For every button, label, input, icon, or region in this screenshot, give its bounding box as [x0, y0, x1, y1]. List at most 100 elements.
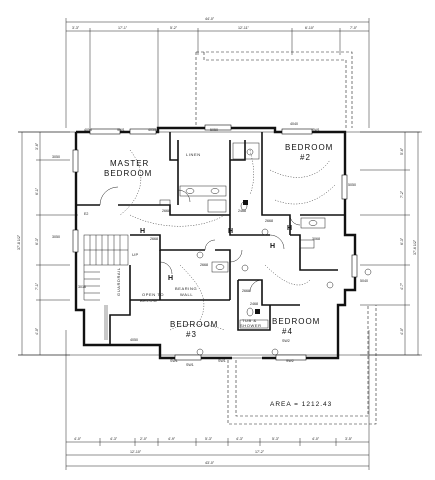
- tag-door-3: 2668: [265, 219, 273, 223]
- dim-right-4: 4'-7": [400, 282, 404, 290]
- tag-door-1: 2668: [162, 209, 170, 213]
- label-bearing-wall-2: WALL: [180, 292, 193, 297]
- tag-door-7: 2668: [242, 289, 250, 293]
- tag-sw-3: SW2: [286, 359, 294, 363]
- tag-window-14: 3016: [78, 285, 86, 289]
- dim-right-3: 6'-3": [400, 237, 404, 245]
- overall-depth-dim-left: 37'-8 1/2": [17, 234, 21, 250]
- door-swings: [99, 186, 301, 293]
- tag-sw-2: SW1: [218, 359, 226, 363]
- room-bedroom-3-line2: #3: [186, 330, 197, 339]
- light-fixture-icon: [326, 281, 334, 289]
- dim-top-4: 12'-11": [238, 26, 250, 30]
- label-guardrail: GUARDRAIL: [116, 267, 121, 296]
- right-dimension-lines: 37'-6 1/2" 5'-6" 7'-2" 6'-3" 4'-7" 4'-0": [360, 131, 422, 356]
- overall-width-dim-top: 44'-0": [205, 17, 215, 21]
- overall-width-dim-bottom: 43'-0": [205, 461, 215, 465]
- tag-window-13: SW2: [282, 339, 290, 343]
- light-fixture-icon: [196, 251, 204, 259]
- tag-window-12: SW1: [186, 363, 194, 367]
- stair: [83, 234, 129, 340]
- left-dimension-lines: 37'-8 1/2" 3'-6" 6'-1" 6'-3" 7'-1" 4'-0": [17, 131, 70, 356]
- dim-top-1: 3'-3": [72, 26, 80, 30]
- dim-right-1: 5'-6": [400, 147, 404, 155]
- exterior-walls: [74, 126, 357, 360]
- interior-walls: [76, 132, 345, 345]
- room-bedroom-3-line1: BEDROOM: [170, 320, 218, 329]
- bottom-dimension-lines: 4'-0" 4'-3" 2'-0" 4'-9" 5'-3" 4'-3" 5'-3…: [65, 330, 370, 470]
- label-bearing-wall-1: BEARING: [175, 286, 197, 291]
- dim-top-3: 5'-2": [170, 26, 178, 30]
- tag-door-4: 3068: [312, 237, 320, 241]
- roof-overhang-outline: [195, 51, 377, 425]
- dim-top-5: 6'-10": [305, 26, 315, 30]
- tag-window-9: 5050: [348, 183, 356, 187]
- light-fixture-icon: [246, 148, 254, 156]
- light-fixture-icon: [261, 228, 269, 236]
- label-linen: LINEN: [186, 152, 201, 157]
- tag-window-5: 4040: [290, 122, 298, 126]
- heater-icon: H: [168, 275, 173, 282]
- tag-door-8: 2468: [250, 302, 258, 306]
- dim-bottom-row2-b: 17'-2": [255, 450, 265, 454]
- floor-area-label: AREA = 1212.43: [270, 401, 332, 408]
- tag-sw-1: SW1: [170, 359, 178, 363]
- heater-markers: H H H H H: [140, 225, 292, 282]
- dim-left-2: 6'-1": [35, 187, 39, 195]
- label-tub-shower-2: SHOWER: [240, 323, 262, 328]
- dim-bottom-9: 3'-5": [345, 437, 353, 441]
- label-tub-shower-1: TUB &: [242, 318, 257, 323]
- light-fixture-icon: [364, 268, 372, 276]
- dim-top-2: 17'-1": [118, 26, 128, 30]
- label-open-to-below-1: OPEN TO: [142, 292, 164, 297]
- tag-door-5: 2668: [200, 263, 208, 267]
- tag-window-1: 4050: [84, 128, 92, 132]
- opening-tags: 4050 SW1 4050 5050 4040 SW1 3050 3050 50…: [52, 122, 368, 367]
- dim-right-5: 4'-0": [400, 327, 404, 335]
- tag-window-4: 5050: [210, 128, 218, 132]
- room-bedroom-4-line1: BEDROOM: [272, 317, 320, 326]
- smoke-detector-icon: [255, 309, 260, 314]
- heater-icon: H: [140, 228, 145, 235]
- label-up: UP: [132, 252, 139, 257]
- light-fixture-icon: [196, 348, 204, 356]
- dim-bottom-4: 4'-9": [168, 437, 176, 441]
- heater-icon: H: [287, 225, 292, 232]
- grid-lines: [18, 131, 420, 356]
- room-master-bedroom-line1: MASTER: [110, 159, 149, 168]
- tag-e2: E2: [84, 212, 88, 216]
- dim-bottom-6: 4'-3": [236, 437, 244, 441]
- fixture-symbols: [196, 148, 372, 356]
- dim-bottom-1: 4'-0": [74, 437, 82, 441]
- tag-window-6: SW1: [312, 128, 320, 132]
- sink-master-left: [185, 188, 195, 194]
- tag-door-6: 2668: [150, 237, 158, 241]
- light-fixture-icon: [241, 264, 249, 272]
- dim-bottom-5: 5'-3": [205, 437, 213, 441]
- dim-left-5: 4'-0": [35, 327, 39, 335]
- tag-window-8: 3050: [52, 235, 60, 239]
- tag-window-10: 5040: [360, 279, 368, 283]
- dim-bottom-7: 5'-3": [272, 437, 280, 441]
- dim-bottom-row2-a: 12'-10": [130, 450, 142, 454]
- electrical-runs: [119, 149, 336, 331]
- sink-bath2: [308, 220, 318, 226]
- dim-right-2: 7'-2": [400, 190, 404, 198]
- tag-window-3: 4050: [148, 128, 156, 132]
- tag-door-2: 2468: [238, 209, 246, 213]
- light-fixture-icon: [271, 348, 279, 356]
- toilet-hall: [246, 307, 254, 317]
- tag-window-7: 3050: [52, 155, 60, 159]
- room-bedroom-2-line2: #2: [300, 153, 311, 162]
- heater-icon: H: [228, 228, 233, 235]
- heater-icon: H: [270, 243, 275, 250]
- sink-master-right: [210, 188, 220, 194]
- room-bedroom-2-line1: BEDROOM: [285, 143, 333, 152]
- tag-window-11: 4050: [130, 338, 138, 342]
- top-dimension-lines: 44'-0" 3'-3" 17'-1" 5'-2" 12'-11" 6'-10"…: [65, 17, 370, 128]
- room-master-bedroom-line2: BEDROOM: [104, 169, 152, 178]
- sink-hall: [215, 264, 225, 270]
- dim-left-3: 6'-3": [35, 237, 39, 245]
